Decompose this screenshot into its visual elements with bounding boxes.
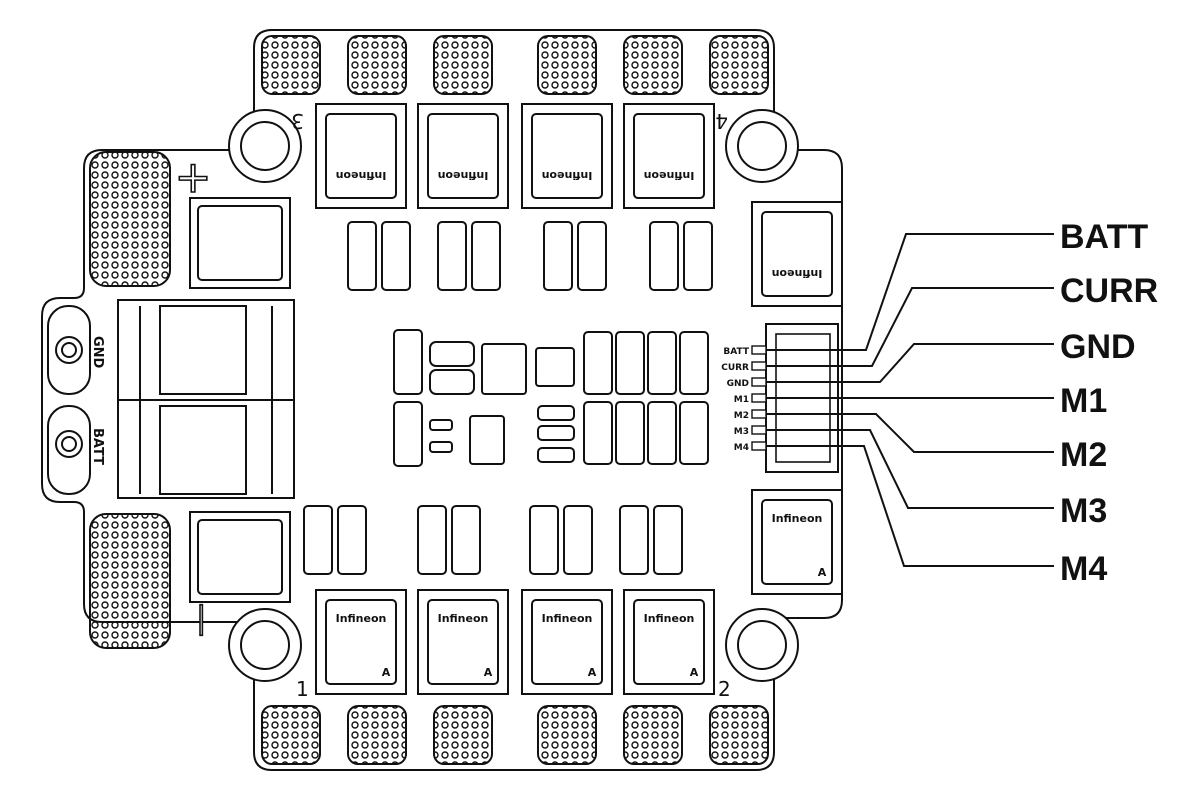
motor-pad	[347, 705, 407, 765]
mounting-holes	[228, 109, 799, 682]
motor-pads-bottom	[261, 705, 769, 765]
mosfet-bottom-1: Infineon A	[315, 589, 407, 695]
connector-pin-m2	[751, 409, 767, 419]
motor-pad	[623, 35, 683, 95]
motor-number-3: 3	[291, 109, 304, 133]
chip-brand: Infineon	[542, 612, 593, 625]
mosfet-bottom-3: Infineon A	[521, 589, 613, 695]
callout-gnd: GND	[1060, 328, 1136, 366]
motor-pads-top	[261, 35, 769, 95]
connector-pin-m1	[751, 393, 767, 403]
mosfet-top-1: Infineon	[315, 103, 407, 209]
gnd-pad-label: GND	[90, 336, 105, 369]
callout-m3: M3	[1060, 492, 1107, 530]
batt-pad-label: BATT	[90, 428, 105, 465]
connector-pin-gnd	[751, 377, 767, 387]
mosfet-right-top: Infineon	[751, 201, 843, 307]
connector-pin-m3	[751, 425, 767, 435]
center-components	[393, 329, 709, 467]
chip-mark: A	[588, 666, 597, 679]
chip-brand: Infineon	[336, 612, 387, 625]
motor-pad	[709, 35, 769, 95]
mosfet-top-3: Infineon	[521, 103, 613, 209]
motor-pad	[709, 705, 769, 765]
mosfet-left-bottom	[189, 511, 291, 603]
chip-mark: A	[818, 566, 827, 579]
chip-mark: A	[484, 666, 493, 679]
chip-brand: Infineon	[336, 169, 387, 182]
motor-pad	[537, 705, 597, 765]
leader-lines	[766, 233, 1054, 567]
chip-brand: Infineon	[772, 267, 823, 280]
motor-pad	[623, 705, 683, 765]
mosfet-bottom-4: Infineon A	[623, 589, 715, 695]
chip-brand: Infineon	[644, 612, 695, 625]
motor-number-2: 2	[718, 677, 731, 701]
connector-pin-batt	[751, 345, 767, 355]
chip-mark: A	[382, 666, 391, 679]
mosfet-left-top	[189, 197, 291, 289]
plus-sign: +	[175, 152, 212, 203]
callout-m4: M4	[1060, 550, 1107, 588]
chip-brand: Infineon	[542, 169, 593, 182]
connector-pin-m4	[751, 441, 767, 451]
chip-brand: Infineon	[772, 512, 823, 525]
motor-pad	[537, 35, 597, 95]
callout-curr: CURR	[1060, 272, 1158, 310]
motor-number-4: 4	[715, 109, 728, 133]
mosfet-right-bottom: Infineon A	[751, 489, 843, 595]
mosfet-bottom-2: Infineon A	[417, 589, 509, 695]
motor-pad	[261, 35, 321, 95]
pin-label-gnd: GND	[727, 379, 749, 389]
pin-label-batt: BATT	[723, 347, 749, 357]
mosfet-top-2: Infineon	[417, 103, 509, 209]
chip-brand: Infineon	[438, 169, 489, 182]
callout-m1: M1	[1060, 382, 1107, 420]
connector-pin-curr	[751, 361, 767, 371]
motor-pad	[261, 705, 321, 765]
capacitors-bottom	[303, 505, 683, 575]
chip-mark: A	[690, 666, 699, 679]
motor-pad	[433, 35, 493, 95]
motor-number-1: 1	[296, 677, 309, 701]
callout-batt: BATT	[1060, 218, 1148, 256]
pin-label-m4: M4	[734, 443, 749, 453]
chip-brand: Infineon	[644, 169, 695, 182]
motor-pad	[433, 705, 493, 765]
capacitors-top	[347, 221, 713, 291]
pin-label-m3: M3	[734, 427, 749, 437]
pin-label-m1: M1	[734, 395, 749, 405]
minus-sign: —	[183, 603, 223, 637]
callout-m2: M2	[1060, 436, 1107, 474]
capacitor-block	[117, 299, 295, 499]
battery-plus-pad	[89, 151, 171, 287]
mosfet-top-4: Infineon	[623, 103, 715, 209]
pin-label-curr: CURR	[721, 363, 749, 373]
battery-minus-pad	[89, 513, 171, 649]
pin-label-m2: M2	[734, 411, 749, 421]
motor-pad	[347, 35, 407, 95]
chip-brand: Infineon	[438, 612, 489, 625]
